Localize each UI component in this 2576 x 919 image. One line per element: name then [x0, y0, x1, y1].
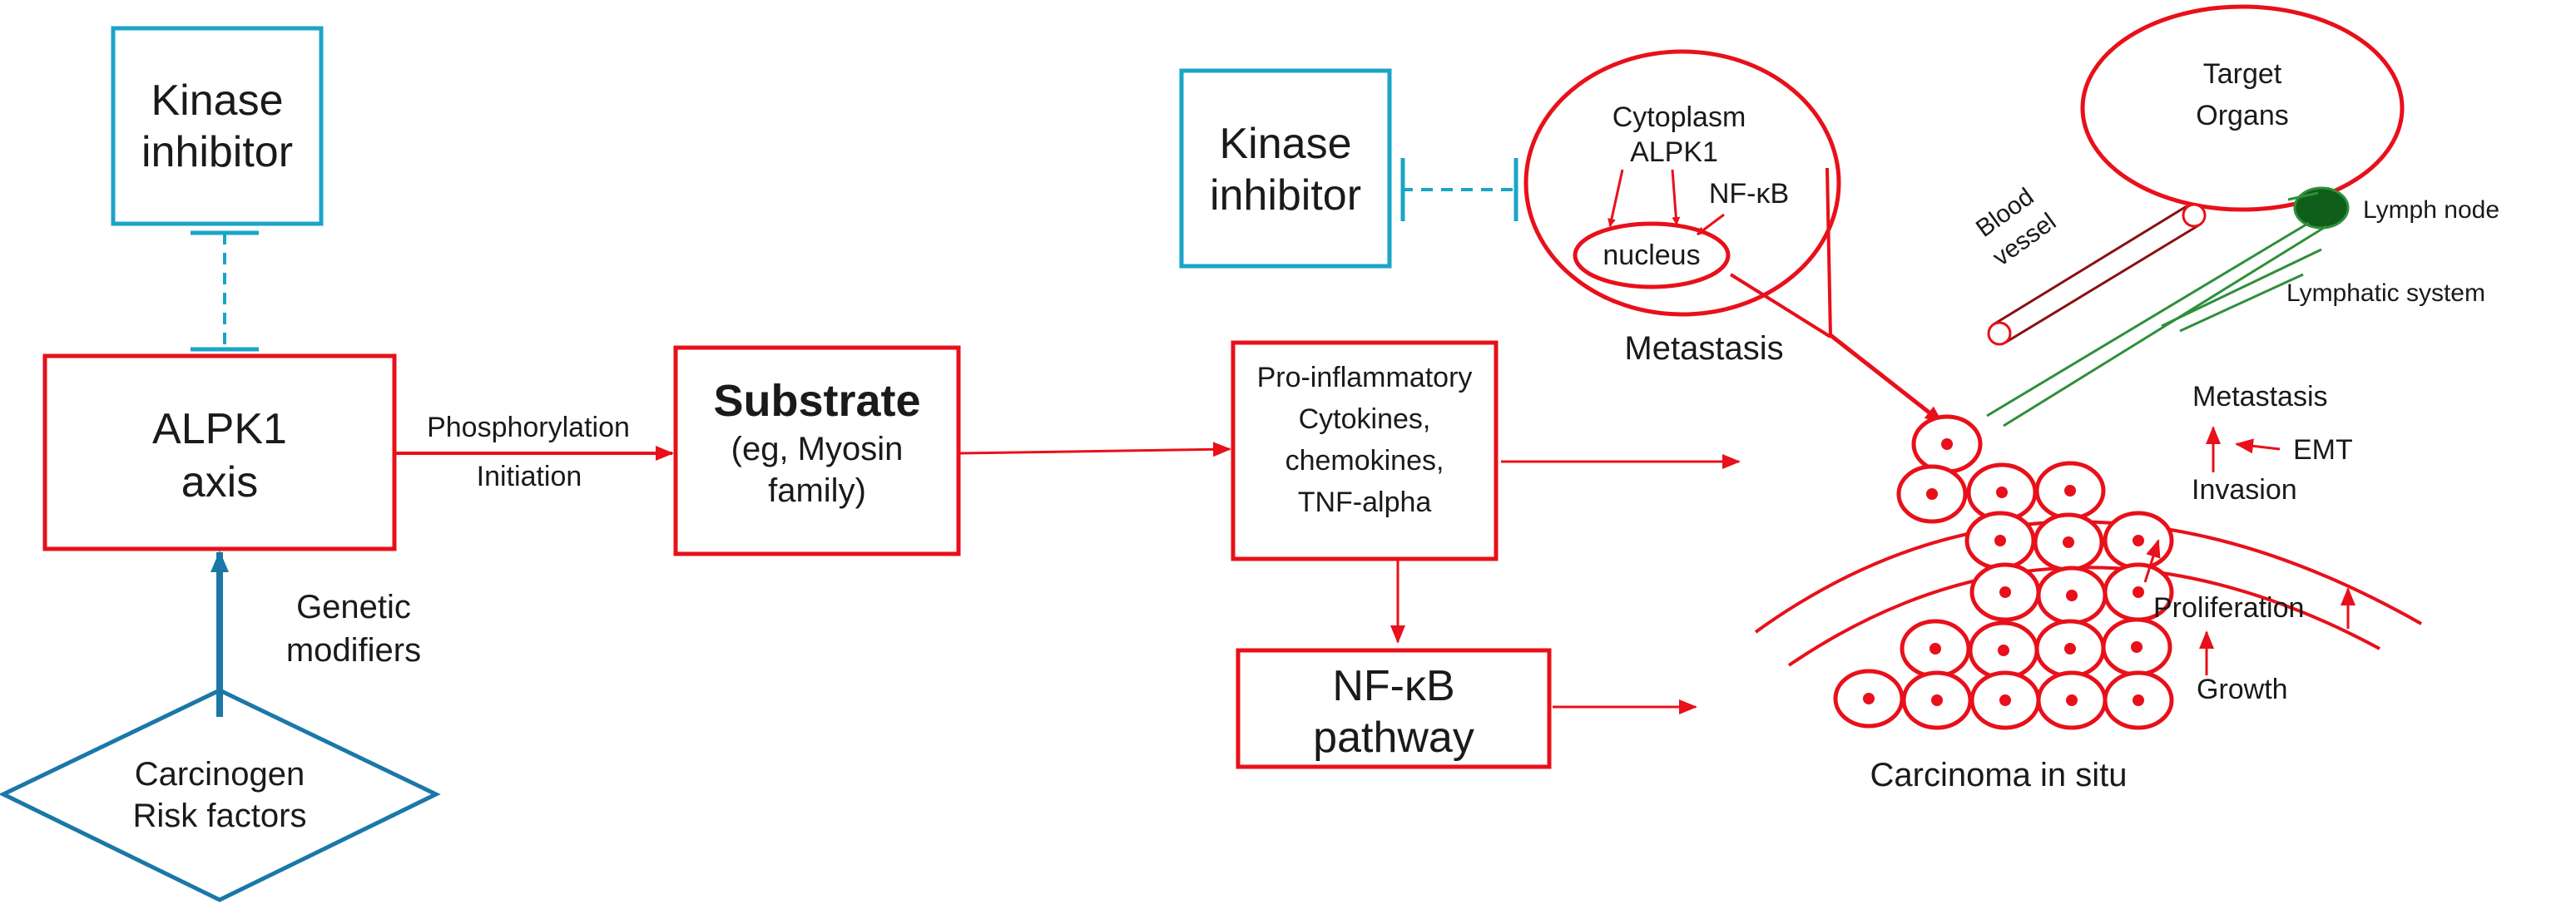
kinase-inhibitor-left-line1: Kinase — [151, 77, 284, 125]
target-organs-line1: Target — [2203, 58, 2282, 90]
lymph-node-label: Lymph node — [2363, 196, 2499, 224]
stage-metastasis-label: Metastasis — [2192, 381, 2328, 413]
cancer-cell-nucleus-8 — [2066, 590, 2078, 601]
proinflammatory-line4: TNF-alpha — [1298, 487, 1432, 518]
lymphatic-vessel-outer — [1986, 221, 2310, 418]
callout-to-cell-arrow — [1829, 334, 1944, 424]
blood-vessel-end-top — [2182, 203, 2207, 228]
lymphatic-branch-upper — [2161, 248, 2322, 328]
kinase-inhibitor-left-line2: inhibitor — [141, 128, 293, 176]
kinase-inhibitor-box-right — [1179, 68, 1392, 269]
carcinogen-line1: Carcinogen — [135, 756, 305, 793]
cancer-cell-nucleus-14 — [1863, 693, 1875, 704]
substrate-box — [673, 345, 961, 556]
lymphatic-system-label: Lymphatic system — [2286, 279, 2485, 307]
blood-vessel-end-bottom — [1987, 321, 2012, 346]
cancer-cell-nucleus-7 — [1999, 586, 2011, 598]
cancer-cell-nucleus-9 — [2133, 586, 2144, 598]
nfkb-pathway-line2: pathway — [1313, 714, 1474, 762]
alpk1-axis-line1: ALPK1 — [152, 405, 287, 453]
cancer-cell-nucleus-0 — [1941, 438, 1953, 450]
callout-line-diagonal — [1729, 273, 1832, 338]
lymph-node-dot — [2293, 186, 2350, 230]
phosphorylation-label: Phosphorylation — [427, 412, 630, 443]
genetic-modifiers-line1: Genetic — [296, 589, 411, 625]
nucleus-label: nucleus — [1603, 240, 1700, 271]
target-organs-ellipse — [2080, 4, 2405, 212]
stage-growth-label: Growth — [2197, 674, 2288, 705]
cancer-cell-nucleus-3 — [2064, 485, 2076, 497]
alpk1-to-nucleus-arrow-left — [1608, 169, 1624, 227]
alpk1-axis-box — [42, 353, 397, 551]
stage-proliferation-label: Proliferation — [2153, 592, 2304, 624]
proinflammatory-box — [1231, 340, 1499, 561]
cancer-cell-nucleus-16 — [1999, 694, 2011, 706]
initiation-label: Initiation — [477, 461, 582, 492]
cancer-cell-nucleus-11 — [1998, 645, 2009, 656]
proinflammatory-line3: chemokines, — [1286, 445, 1444, 477]
cancer-cell-cluster — [1833, 414, 2174, 730]
nfkb-label: NF-κB — [1709, 178, 1789, 210]
nfkb-to-nucleus-arrow — [1697, 213, 1725, 236]
lymphatic-branch-lower — [2179, 273, 2304, 333]
target-organs-line2: Organs — [2196, 100, 2289, 131]
cancer-cell-nucleus-13 — [2131, 641, 2143, 653]
substrate-detail-line2: family) — [768, 472, 866, 509]
alpk1-axis-line2: axis — [181, 458, 258, 506]
blood-vessel-wall-bottom — [2004, 223, 2201, 344]
nucleus-ellipse — [1573, 221, 1731, 289]
proliferation-to-invasion-arrow — [2143, 539, 2161, 583]
lymph-to-target-line — [2287, 191, 2319, 201]
cell-zoom-ellipse — [1523, 49, 1841, 317]
cancer-cell-nucleus-12 — [2064, 643, 2076, 655]
carcinoma-caption: Carcinoma in situ — [1870, 757, 2127, 793]
proinflammatory-line1: Pro-inflammatory — [1257, 362, 1473, 393]
nfkb-pathway-box — [1236, 648, 1552, 769]
carcinogen-line2: Risk factors — [133, 798, 307, 834]
proinflammatory-line2: Cytokines, — [1299, 403, 1431, 435]
substrate-to-cytokines-arrow — [959, 442, 1231, 457]
metastasis-caption: Metastasis — [1624, 330, 1783, 367]
cancer-cell-nucleus-18 — [2133, 694, 2144, 706]
cancer-cell-nucleus-6 — [2133, 535, 2144, 546]
kinase-inhibitor-right-line1: Kinase — [1220, 120, 1352, 168]
nfkb-pathway-line1: NF-κB — [1332, 662, 1454, 710]
blood-vessel-wall-top — [1993, 205, 2187, 326]
cancer-cell-nucleus-2 — [1996, 487, 2008, 498]
cancer-cell-nucleus-17 — [2066, 694, 2078, 706]
substrate-detail-line1: (eg, Myosin — [731, 431, 904, 467]
substrate-title: Substrate — [713, 376, 920, 426]
cancer-cell-nucleus-15 — [1931, 694, 1943, 706]
emt-arrow — [2235, 438, 2281, 454]
stage-emt-label: EMT — [2293, 434, 2353, 466]
kinase-inhibitor-box-left — [111, 26, 324, 226]
alpk1-label: ALPK1 — [1630, 136, 1718, 168]
genetic-modifiers-line2: modifiers — [286, 632, 421, 669]
cancer-cell-nucleus-5 — [2063, 536, 2074, 548]
callout-line-top — [1825, 167, 1832, 338]
alpk1-to-nucleus-arrow-right — [1671, 169, 1681, 225]
cancer-cell-nucleus-10 — [1930, 643, 1941, 655]
carcinogen-diamond — [0, 688, 441, 902]
cancer-cell-nucleus-4 — [1994, 535, 2006, 546]
stage-invasion-label: Invasion — [2192, 474, 2297, 506]
cytoplasm-label: Cytoplasm — [1612, 101, 1746, 133]
lymphatic-vessel-inner — [2003, 225, 2327, 427]
kinase-inhibitor-right-line2: inhibitor — [1210, 171, 1361, 220]
cancer-cell-nucleus-1 — [1926, 488, 1938, 500]
